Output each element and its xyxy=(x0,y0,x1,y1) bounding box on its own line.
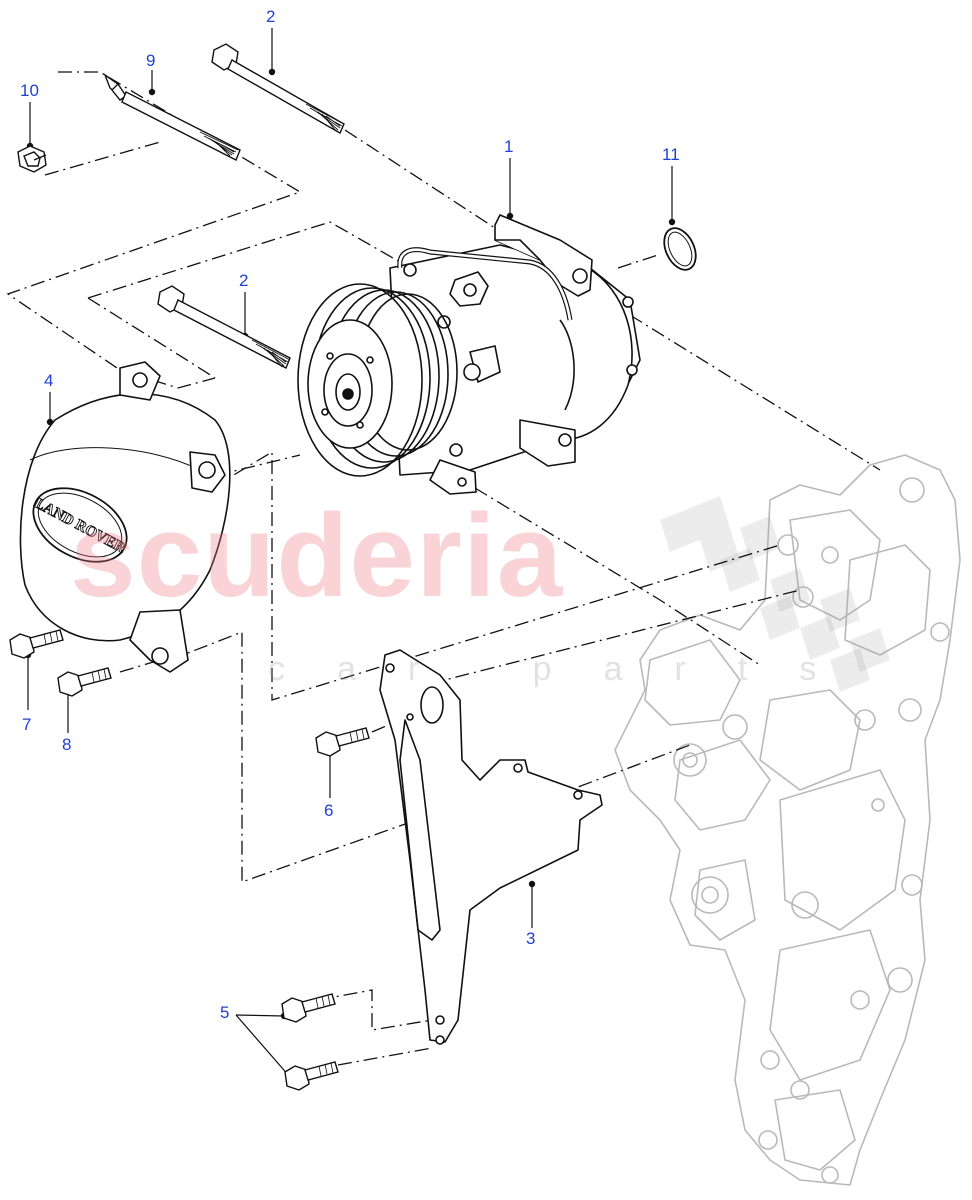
callout-10: 10 xyxy=(20,81,39,100)
callout-3: 3 xyxy=(526,929,536,948)
callout-8: 8 xyxy=(62,735,72,754)
support-bracket-part-3 xyxy=(379,649,603,1045)
callout-4: 4 xyxy=(44,371,54,390)
hex-bolt-part-8 xyxy=(57,667,112,697)
o-ring-part-11 xyxy=(663,227,697,271)
callout-1: 1 xyxy=(504,137,514,156)
alternator-shield-part-4 xyxy=(19,361,231,673)
hex-bolt-part-5-upper xyxy=(281,993,336,1023)
stud-bolt-part-9 xyxy=(103,73,241,161)
callout-11: 11 xyxy=(662,145,680,164)
hex-bolt-part-5-lower xyxy=(284,1061,339,1091)
callout-6: 6 xyxy=(324,801,334,820)
callout-5: 5 xyxy=(220,1003,230,1022)
watermark-checker-flag xyxy=(660,496,890,692)
nut-part-10 xyxy=(17,145,47,173)
callout-7: 7 xyxy=(22,715,32,734)
callout-2-middle: 2 xyxy=(239,271,249,290)
callout-9: 9 xyxy=(146,51,156,70)
callout-2-top: 2 xyxy=(266,7,276,26)
hex-bolt-part-6 xyxy=(315,727,370,757)
long-bolt-part-2-top xyxy=(211,43,345,134)
mounting-bracket-ghost xyxy=(614,454,961,1186)
ac-compressor-part-1 xyxy=(297,214,641,495)
long-bolt-part-2-middle xyxy=(157,285,291,369)
hex-bolt-part-7 xyxy=(9,629,64,659)
